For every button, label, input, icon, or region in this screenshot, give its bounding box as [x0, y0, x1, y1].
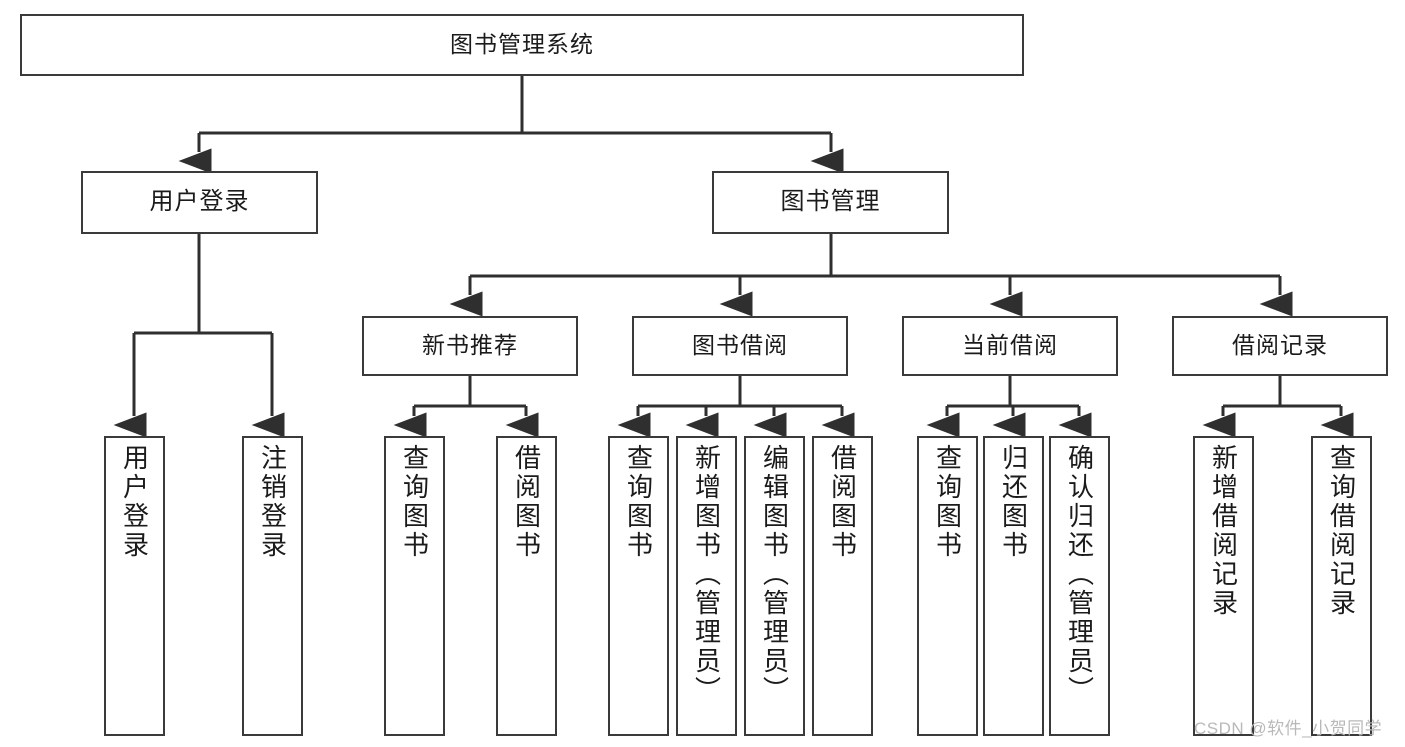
node-leaf-query-books-3[interactable]: 查询图书 — [917, 436, 978, 736]
node-leaf-return-books[interactable]: 归还图书 — [983, 436, 1044, 736]
node-leaf-borrow-books-2-label: 借阅图书 — [827, 444, 858, 560]
node-leaf-add-book-admin[interactable]: 新增图书（管理员） — [676, 436, 737, 736]
node-user-login-label: 用户登录 — [149, 188, 250, 216]
node-leaf-query-borrow-record-label: 查询借阅记录 — [1326, 444, 1357, 618]
node-leaf-edit-book-admin[interactable]: 编辑图书（管理员） — [744, 436, 805, 736]
node-leaf-user-login-label: 用户登录 — [119, 444, 150, 560]
node-leaf-query-borrow-record[interactable]: 查询借阅记录 — [1311, 436, 1372, 736]
node-leaf-borrow-books-1[interactable]: 借阅图书 — [496, 436, 557, 736]
node-borrow-record-label: 借阅记录 — [1232, 332, 1328, 359]
node-leaf-user-logout-label: 注销登录 — [257, 444, 288, 560]
node-leaf-add-borrow-record[interactable]: 新增借阅记录 — [1193, 436, 1254, 736]
node-leaf-borrow-books-2[interactable]: 借阅图书 — [812, 436, 873, 736]
watermark-text: CSDN @软件_小贺同学 — [1194, 719, 1383, 738]
node-root-label: 图书管理系统 — [450, 31, 594, 58]
node-leaf-add-book-admin-label: 新增图书（管理员） — [691, 444, 722, 705]
node-new-book-recommend[interactable]: 新书推荐 — [362, 316, 578, 376]
node-book-management[interactable]: 图书管理 — [712, 171, 949, 234]
node-leaf-query-books-1-label: 查询图书 — [399, 444, 430, 560]
node-leaf-query-books-1[interactable]: 查询图书 — [384, 436, 445, 736]
node-leaf-query-books-2[interactable]: 查询图书 — [608, 436, 669, 736]
node-leaf-confirm-return-admin[interactable]: 确认归还（管理员） — [1049, 436, 1110, 736]
node-leaf-query-books-2-label: 查询图书 — [623, 444, 654, 560]
node-current-borrow-label: 当前借阅 — [962, 332, 1058, 359]
node-user-login[interactable]: 用户登录 — [81, 171, 318, 234]
node-leaf-borrow-books-1-label: 借阅图书 — [511, 444, 542, 560]
node-leaf-query-books-3-label: 查询图书 — [932, 444, 963, 560]
node-root[interactable]: 图书管理系统 — [20, 14, 1024, 76]
node-book-borrow[interactable]: 图书借阅 — [632, 316, 848, 376]
node-borrow-record[interactable]: 借阅记录 — [1172, 316, 1388, 376]
node-new-book-recommend-label: 新书推荐 — [422, 332, 518, 359]
node-book-borrow-label: 图书借阅 — [692, 332, 788, 359]
node-leaf-add-borrow-record-label: 新增借阅记录 — [1208, 444, 1239, 618]
node-leaf-user-logout[interactable]: 注销登录 — [242, 436, 303, 736]
node-leaf-confirm-return-admin-label: 确认归还（管理员） — [1064, 444, 1095, 705]
node-leaf-edit-book-admin-label: 编辑图书（管理员） — [759, 444, 790, 705]
node-leaf-user-login[interactable]: 用户登录 — [104, 436, 165, 736]
node-current-borrow[interactable]: 当前借阅 — [902, 316, 1118, 376]
node-leaf-return-books-label: 归还图书 — [998, 444, 1029, 560]
node-book-management-label: 图书管理 — [780, 188, 881, 216]
